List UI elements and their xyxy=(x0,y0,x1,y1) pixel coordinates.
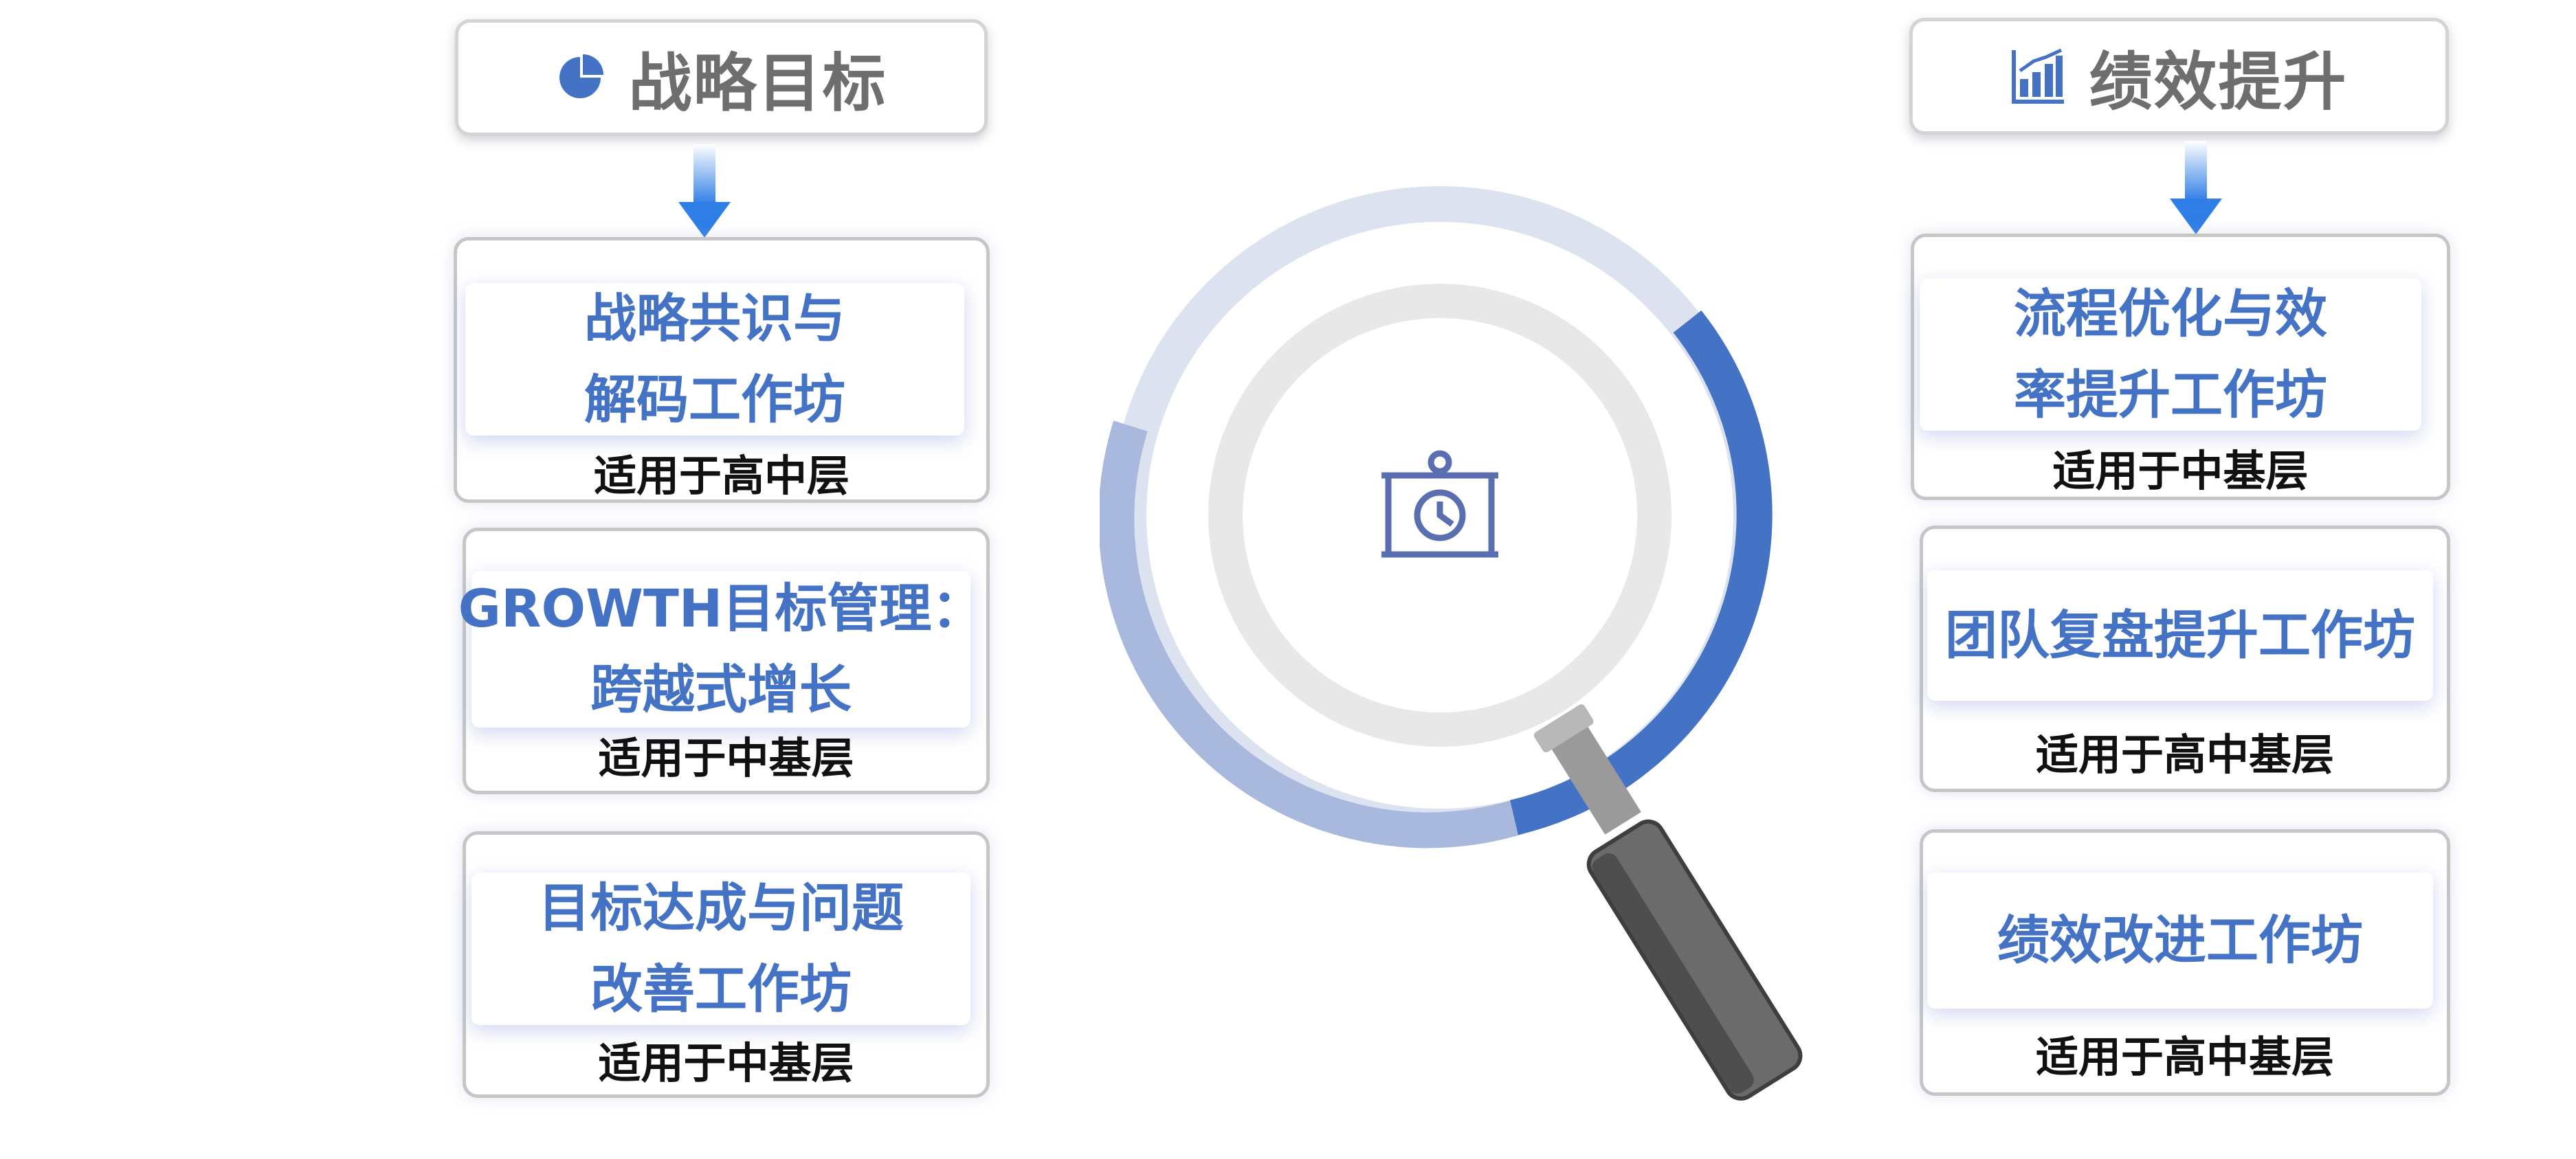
right-card-2-title: 团队复盘提升工作坊 xyxy=(1927,570,2433,701)
right-down-arrow xyxy=(2170,141,2222,234)
right-card-3: 绩效改进工作坊 适用于高中基层 xyxy=(1920,829,2450,1096)
handle xyxy=(1586,819,1803,1101)
right-card-3-audience: 适用于高中基层 xyxy=(2035,1032,2334,1082)
outer-ring-mid-arc xyxy=(1100,420,1528,848)
left-card-3-audience: 适用于中基层 xyxy=(598,1038,854,1088)
left-card-2-title: GROWTH目标管理： 跨越式增长 xyxy=(458,571,984,728)
left-card-1-title: 战略共识与 解码工作坊 xyxy=(465,283,964,436)
right-header-title: 绩效提升 xyxy=(2089,45,2348,119)
left-card-3-title: 目标达成与问题 改善工作坊 xyxy=(471,873,970,1025)
left-down-arrow xyxy=(678,144,731,238)
magnifying-glass-icon xyxy=(1100,186,1803,1101)
right-card-1-title: 流程优化与效 率提升工作坊 xyxy=(1920,278,2421,431)
left-card-1-audience: 适用于高中层 xyxy=(593,451,850,501)
right-card-1-audience: 适用于中基层 xyxy=(2052,446,2309,496)
right-card-2-audience: 适用于高中基层 xyxy=(2035,730,2334,780)
right-card-1: 流程优化与效 率提升工作坊 适用于中基层 xyxy=(1911,234,2450,500)
right-card-2: 团队复盘提升工作坊 适用于高中基层 xyxy=(1920,526,2450,792)
right-card-3-title: 绩效改进工作坊 xyxy=(1927,873,2433,1009)
left-header: 战略目标 xyxy=(455,19,988,136)
left-card-2: GROWTH目标管理： 跨越式增长 适用于中基层 xyxy=(458,528,990,794)
bar-chart-icon xyxy=(2010,49,2065,104)
left-card-1: 战略共识与 解码工作坊 适用于高中层 xyxy=(454,237,990,503)
handle-neck xyxy=(1543,712,1641,835)
inner-ring xyxy=(1208,284,1672,747)
presentation-board-icon xyxy=(1381,450,1498,558)
left-card-3: 目标达成与问题 改善工作坊 适用于中基层 xyxy=(463,831,990,1098)
left-header-title: 战略目标 xyxy=(628,46,887,120)
pie-chart-icon xyxy=(555,53,605,102)
left-card-2-audience: 适用于中基层 xyxy=(598,733,854,783)
right-header: 绩效提升 xyxy=(1909,18,2449,135)
